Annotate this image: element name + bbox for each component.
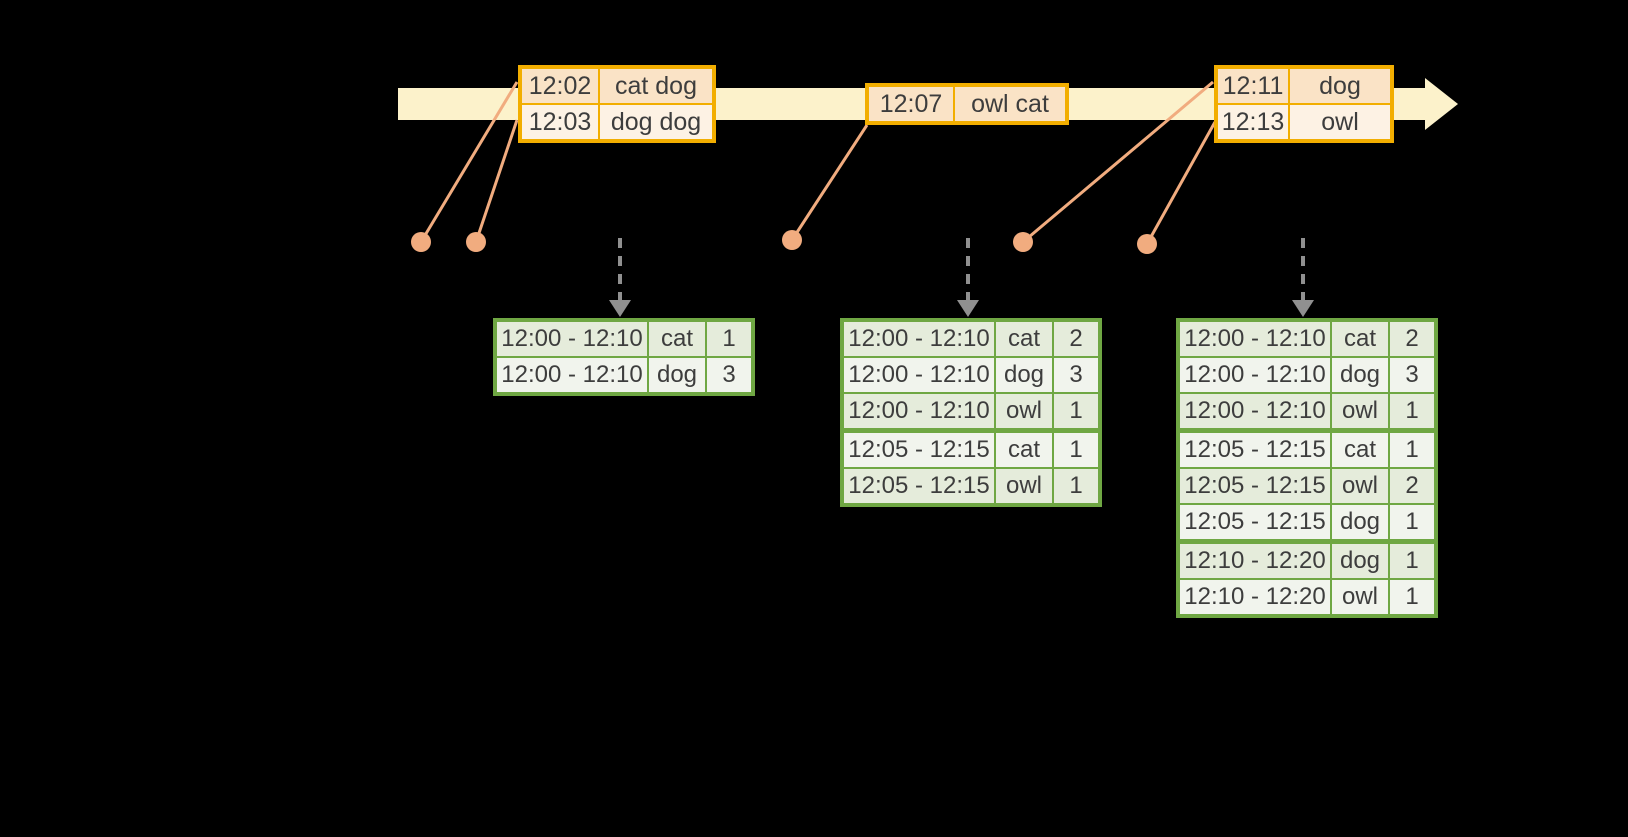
connector-line-4 [1022,80,1214,244]
cell-count: 1 [1052,392,1101,432]
cell-count: 1 [705,319,754,358]
cell-window: 12:00 - 12:10 [841,356,996,394]
cell-window: 12:05 - 12:15 [1177,467,1332,505]
cell-window: 12:00 - 12:10 [1177,319,1332,358]
connector-line-1 [419,81,519,243]
cell-window: 12:05 - 12:15 [1177,503,1332,543]
cell-window: 12:05 - 12:15 [841,428,996,469]
trigger-arrow-head-1 [609,300,631,317]
event-dot-1 [411,232,431,252]
cell-words: cat dog [598,66,715,105]
cell-word: cat [1330,428,1390,469]
cell-count: 2 [1388,467,1437,505]
cell-window: 12:05 - 12:15 [1177,428,1332,469]
cell-count: 3 [705,356,754,395]
cell-window: 12:00 - 12:10 [494,319,649,358]
timeline-arrowhead-icon [1425,78,1458,130]
cell-words: owl [1288,103,1393,142]
cell-count: 1 [1388,578,1437,617]
cell-window: 12:05 - 12:15 [841,467,996,506]
cell-word: cat [994,428,1054,469]
cell-words: owl cat [953,84,1068,124]
cell-word: owl [1330,392,1390,432]
cell-window: 12:10 - 12:20 [1177,578,1332,617]
cell-word: dog [647,356,707,395]
trigger-arrow-head-3 [1292,300,1314,317]
cell-window: 12:00 - 12:10 [494,356,649,395]
cell-window: 12:00 - 12:10 [1177,392,1332,432]
cell-word: dog [994,356,1054,394]
cell-word: dog [1330,356,1390,394]
cell-word: owl [1330,578,1390,617]
cell-time: 12:07 [866,84,955,124]
cell-count: 1 [1388,392,1437,432]
cell-count: 2 [1052,319,1101,358]
cell-word: cat [647,319,707,358]
cell-count: 1 [1388,503,1437,543]
cell-count: 1 [1052,428,1101,469]
cell-time: 12:13 [1215,103,1290,142]
cell-time: 12:03 [519,103,600,142]
cell-word: owl [1330,467,1390,505]
cell-word: cat [1330,319,1390,358]
cell-window: 12:00 - 12:10 [841,319,996,358]
cell-word: dog [1330,539,1390,580]
cell-word: cat [994,319,1054,358]
cell-word: owl [994,392,1054,432]
event-dot-5 [1137,234,1157,254]
cell-count: 1 [1388,539,1437,580]
cell-count: 3 [1052,356,1101,394]
cell-window: 12:00 - 12:10 [1177,356,1332,394]
cell-time: 12:11 [1215,66,1290,105]
trigger-arrow-head-2 [957,300,979,317]
connector-line-5 [1145,121,1217,245]
cell-count: 3 [1388,356,1437,394]
cell-word: dog [1330,503,1390,543]
event-dot-4 [1013,232,1033,252]
connector-line-3 [790,124,869,241]
connector-line-2 [474,119,519,243]
event-dot-2 [466,232,486,252]
cell-window: 12:00 - 12:10 [841,392,996,432]
cell-count: 1 [1388,428,1437,469]
cell-window: 12:10 - 12:20 [1177,539,1332,580]
cell-count: 1 [1052,467,1101,506]
cell-count: 2 [1388,319,1437,358]
cell-words: dog dog [598,103,715,142]
cell-time: 12:02 [519,66,600,105]
cell-words: dog [1288,66,1393,105]
event-dot-3 [782,230,802,250]
cell-word: owl [994,467,1054,506]
